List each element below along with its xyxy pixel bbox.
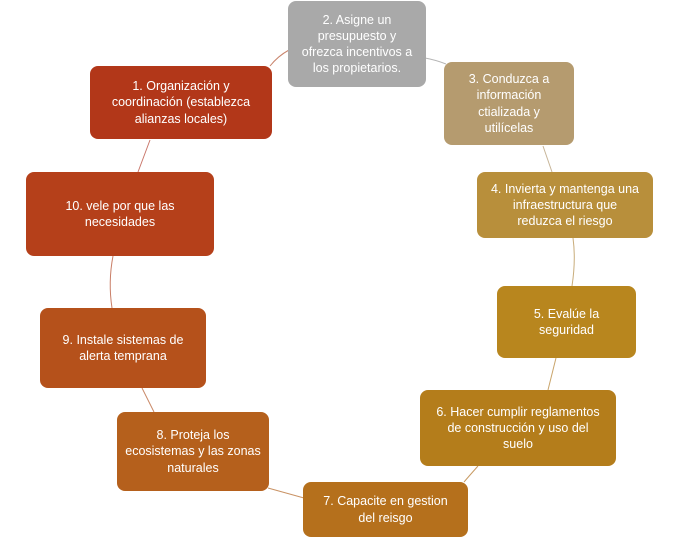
connector-7-8 — [267, 487, 305, 499]
connector-6-7 — [463, 465, 479, 483]
step-4-label: 4. Invierta y mantenga una infraestructu… — [490, 181, 639, 229]
step-1-label: 1. Organización y coordinación (establez… — [111, 79, 251, 126]
step-5-seguridad-box: 5. Evalúe la seguridad — [497, 286, 636, 358]
connector-5-6 — [547, 357, 557, 391]
step-8-label: 8. Proteja los ecosistemas y las zonas n… — [125, 428, 261, 475]
step-10-necesidades-box: 10. vele por que las necesidades — [26, 172, 214, 256]
step-1-organizacion-box: 1. Organización y coordinación (establez… — [90, 66, 272, 139]
connector-4-5 — [571, 237, 575, 287]
step-10-label: 10. vele por que las necesidades — [65, 198, 175, 229]
connector-10-1 — [137, 139, 151, 173]
connector-2-3 — [424, 57, 447, 65]
step-6-reglamentos-box: 6. Hacer cumplir reglamentos de construc… — [420, 390, 616, 466]
connector-8-9 — [141, 387, 155, 413]
step-7-capacite-box: 7. Capacite en gestion del reisgo — [303, 482, 468, 537]
step-2-label: 2. Asigne un presupuesto y ofrezca incen… — [301, 12, 413, 76]
step-9-alerta-box: 9. Instale sistemas de alerta temprana — [40, 308, 206, 388]
step-3-informacion-box: 3. Conduzca a información ctializada y u… — [444, 62, 574, 145]
step-2-presupuesto-box: 2. Asigne un presupuesto y ofrezca incen… — [288, 1, 426, 87]
step-6-label: 6. Hacer cumplir reglamentos de construc… — [436, 404, 600, 452]
step-7-label: 7. Capacite en gestion del reisgo — [323, 494, 448, 525]
step-3-label: 3. Conduzca a información ctializada y u… — [468, 72, 550, 135]
connector-1-2 — [269, 49, 290, 67]
connector-9-10 — [109, 255, 114, 309]
step-9-label: 9. Instale sistemas de alerta temprana — [62, 332, 184, 363]
step-8-ecosistemas-box: 8. Proteja los ecosistemas y las zonas n… — [117, 412, 269, 491]
step-5-label: 5. Evalúe la seguridad — [533, 306, 600, 337]
step-4-infraestructura-box: 4. Invierta y mantenga una infraestructu… — [477, 172, 653, 238]
connector-3-4 — [542, 145, 553, 173]
